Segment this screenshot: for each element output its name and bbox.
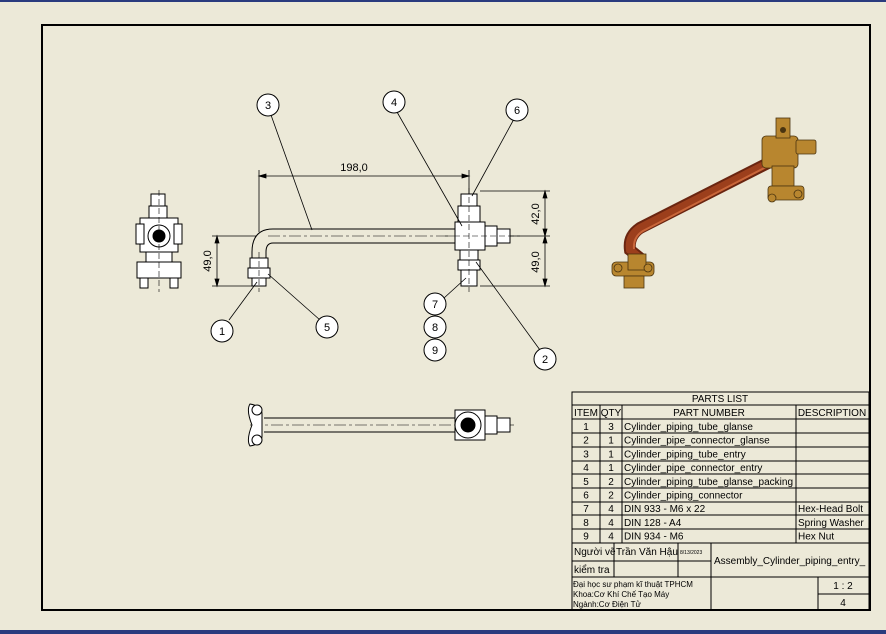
parts-list-part-cell: DIN 934 - M6 [624, 532, 684, 543]
parts-list-part-cell: Cylinder_pipe_connector_entry [624, 463, 762, 474]
parts-list-title: PARTS LIST [692, 394, 748, 405]
parts-list-qty-cell: 1 [608, 436, 614, 447]
dim-height-bottom: 49,0 [530, 251, 542, 272]
parts-list-item-cell: 2 [583, 436, 589, 447]
parts-list-desc-cell: Spring Washer [798, 518, 864, 529]
balloon-3 [256, 93, 280, 117]
parts-list-part-cell: Cylinder_pipe_connector_glanse [624, 436, 770, 447]
parts-list-item-cell: 8 [583, 518, 589, 529]
window-top-bar [0, 0, 886, 2]
sheet-number: 4 [840, 598, 846, 609]
parts-list-part-cell: Cylinder_piping_tube_entry [624, 449, 746, 460]
balloon-5 [315, 315, 339, 339]
parts-list-item-cell: 1 [583, 422, 589, 433]
parts-list-qty-cell: 4 [608, 532, 614, 543]
balloon-label-2: 2 [542, 354, 548, 366]
dimensions [212, 170, 550, 288]
parts-list-qty-cell: 2 [608, 491, 614, 502]
parts-list-part-cell: DIN 128 - A4 [624, 518, 682, 529]
balloon-7 [423, 292, 447, 316]
scale-value: 1 : 2 [833, 581, 853, 592]
balloon-4 [382, 90, 406, 114]
balloon-label-9: 9 [432, 345, 438, 357]
parts-list-item-cell: 9 [583, 532, 589, 543]
school-name: Đại học sư phạm kĩ thuật TPHCM [573, 580, 693, 589]
parts-list-item-cell: 3 [583, 449, 589, 460]
title-block [571, 542, 870, 611]
parts-list-part-cell: Cylinder_piping_tube_glanse_packing [624, 477, 793, 488]
window-bottom-bar [0, 630, 886, 634]
faculty-name: Khoa:Cơ Khí Chế Tạo Máy [573, 590, 669, 599]
balloons [210, 90, 557, 371]
parts-list-qty-cell: 4 [608, 518, 614, 529]
side-view [135, 190, 183, 292]
header-item: ITEM [574, 408, 598, 419]
parts-list-part-cell: Cylinder_piping_tube_glanse [624, 422, 753, 433]
parts-list-item-cell: 4 [583, 463, 589, 474]
balloon-label-8: 8 [432, 322, 438, 334]
parts-list-qty-cell: 4 [608, 504, 614, 515]
parts-list-table [571, 391, 870, 544]
balloon-leaders [228, 111, 541, 351]
parts-list-qty-cell: 1 [608, 463, 614, 474]
balloon-label-7: 7 [432, 299, 438, 311]
sheet-border [41, 24, 871, 611]
balloon-label-5: 5 [324, 322, 330, 334]
balloon-label-6: 6 [514, 105, 520, 117]
assembly-name: Assembly_Cylinder_piping_entry_ [714, 556, 866, 567]
isometric-view [611, 117, 817, 289]
balloon-6 [505, 98, 529, 122]
balloon-label-1: 1 [219, 326, 225, 338]
checked-label: kiểm tra [574, 564, 610, 576]
drawn-by-label: Người vẽ [574, 547, 616, 558]
header-description: DESCRIPTION [798, 408, 866, 419]
parts-list-item-cell: 7 [583, 504, 589, 515]
balloon-9 [423, 338, 447, 362]
parts-list-part-cell: DIN 933 - M6 x 22 [624, 504, 706, 515]
dim-height-top: 42,0 [530, 203, 542, 224]
drawn-date: 8/13/2023 [680, 550, 702, 556]
balloon-2 [533, 347, 557, 371]
header-qty: QTY [601, 408, 622, 419]
dim-height-left: 49,0 [202, 250, 214, 271]
balloon-label-4: 4 [391, 97, 397, 109]
balloon-8 [423, 315, 447, 339]
parts-list-qty-cell: 1 [608, 449, 614, 460]
front-view [247, 188, 520, 292]
parts-list-part-cell: Cylinder_piping_connector [624, 491, 743, 502]
parts-list-qty-cell: 2 [608, 477, 614, 488]
header-part-number: PART NUMBER [673, 408, 745, 419]
major-name: Ngành:Cơ Điện Tử [573, 600, 641, 609]
balloon-1 [210, 319, 234, 343]
dim-length: 198,0 [340, 162, 368, 174]
parts-list-qty-cell: 3 [608, 422, 614, 433]
parts-list-desc-cell: Hex-Head Bolt [798, 504, 863, 515]
parts-list-desc-cell: Hex Nut [798, 532, 834, 543]
drawn-by-name: Trần Văn Hậu [616, 546, 678, 558]
top-view [247, 403, 515, 447]
parts-list-item-cell: 5 [583, 477, 589, 488]
parts-list-item-cell: 6 [583, 491, 589, 502]
balloon-label-3: 3 [265, 100, 271, 112]
